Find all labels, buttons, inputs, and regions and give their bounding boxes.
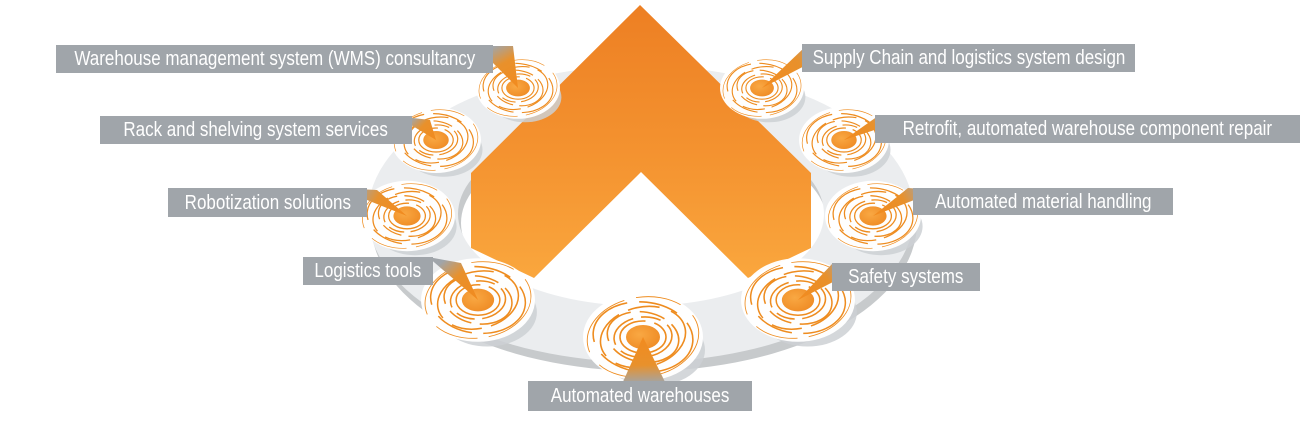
arrow-logo <box>471 5 811 278</box>
service-label-text: Warehouse management system (WMS) consul… <box>74 48 475 70</box>
service-label-text: Rack and shelving system services <box>123 119 389 141</box>
service-label-text: Retrofit, automated warehouse component … <box>902 118 1273 140</box>
service-label-text: Supply Chain and logistics system design <box>812 47 1125 69</box>
service-label-text: Safety systems <box>848 266 964 288</box>
service-label-supply-chain-design: Supply Chain and logistics system design <box>802 44 1135 72</box>
service-label-rack-shelving: Rack and shelving system services <box>100 116 412 144</box>
service-label-text: Logistics tools <box>314 260 422 282</box>
service-label-robotization: Robotization solutions <box>168 188 367 217</box>
service-label-automated-warehouses: Automated warehouses <box>528 381 752 411</box>
pointer-automated-warehouses <box>622 337 666 384</box>
service-label-text: Automated warehouses <box>550 385 730 407</box>
service-label-logistics-tools: Logistics tools <box>303 257 433 285</box>
service-label-safety-systems: Safety systems <box>832 263 980 291</box>
service-label-wms-consultancy: Warehouse management system (WMS) consul… <box>56 45 493 73</box>
service-label-text: Automated material handling <box>934 190 1152 213</box>
pointer-logistics-tools <box>428 257 478 300</box>
service-label-retrofit-repair: Retrofit, automated warehouse component … <box>875 115 1300 143</box>
service-label-text: Robotization solutions <box>184 191 351 214</box>
service-label-material-handling: Automated material handling <box>913 188 1173 215</box>
